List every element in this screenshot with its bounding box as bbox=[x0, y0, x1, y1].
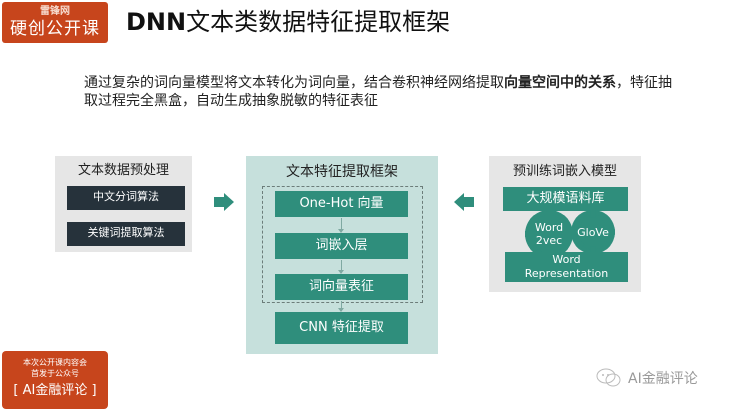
keyword-extraction-box: 关键词提取算法 bbox=[67, 222, 185, 246]
arrow-down-icon bbox=[338, 260, 344, 274]
desc-part1: 通过复杂的词向量模型将文本转化为词向量，结合卷积神经网络提取 bbox=[84, 75, 504, 91]
word-embedding-box: 词嵌入层 bbox=[275, 233, 408, 259]
promo-line1: 本次公开课内容会 bbox=[23, 358, 87, 367]
slide-title: DNN文本类数据特征提取框架 bbox=[126, 6, 450, 38]
preprocessing-title: 文本数据预处理 bbox=[77, 163, 169, 178]
arrow-down-icon bbox=[338, 218, 344, 233]
desc-bold: 向量空间中的关系 bbox=[504, 75, 616, 91]
gear-icon bbox=[525, 210, 573, 258]
output-line2: Representation bbox=[524, 267, 609, 280]
title-bold: DNN bbox=[126, 8, 187, 36]
word-representation-box: Word Representation bbox=[505, 252, 628, 282]
feature-framework-title: 文本特征提取框架 bbox=[286, 164, 398, 180]
glove-label: GloVe bbox=[577, 225, 609, 239]
cnn-extraction-box: CNN 特征提取 bbox=[275, 312, 408, 344]
logo-line1: 雷锋网 bbox=[40, 6, 70, 17]
glove-gear: GloVe bbox=[571, 210, 615, 254]
pretrained-title: 预训练词嵌入模型 bbox=[512, 164, 617, 179]
wechat-icon bbox=[596, 368, 621, 387]
arrow-right-icon bbox=[214, 193, 234, 211]
gear1-line1: Word bbox=[534, 221, 564, 234]
arrow-left-icon bbox=[454, 193, 474, 211]
wechat-watermark: AI金融评论 bbox=[596, 368, 698, 388]
watermark-text: AI金融评论 bbox=[628, 371, 698, 387]
arrow-down-icon bbox=[338, 301, 344, 312]
promo-line3: [ AI金融评论 ] bbox=[13, 383, 97, 398]
desc-part2: ，特征抽取过程完全黑盒，自动生成抽象脱敏的特征表征 bbox=[84, 75, 672, 109]
gear-icon bbox=[571, 210, 615, 254]
promo-line2: 首发于公众号 bbox=[31, 369, 79, 378]
corpus-box: 大规模语料库 bbox=[503, 187, 628, 211]
onehot-box: One-Hot 向量 bbox=[275, 191, 408, 217]
logo-line2: 硬创公开课 bbox=[10, 19, 100, 39]
leiphone-logo: 雷锋网 硬创公开课 bbox=[2, 2, 108, 43]
word-vector-box: 词向量表征 bbox=[275, 274, 408, 300]
title-rest: 文本类数据特征提取框架 bbox=[186, 8, 451, 36]
description-text: 通过复杂的词向量模型将文本转化为词向量，结合卷积神经网络提取向量空间中的关系，特… bbox=[84, 74, 684, 110]
promo-badge: 本次公开课内容会 首发于公众号 [ AI金融评论 ] bbox=[2, 351, 108, 409]
output-line1: Word bbox=[552, 253, 581, 266]
chinese-segmentation-box: 中文分词算法 bbox=[67, 186, 185, 210]
gear1-line2: 2vec bbox=[535, 234, 563, 247]
embedding-group-outline bbox=[262, 186, 423, 303]
